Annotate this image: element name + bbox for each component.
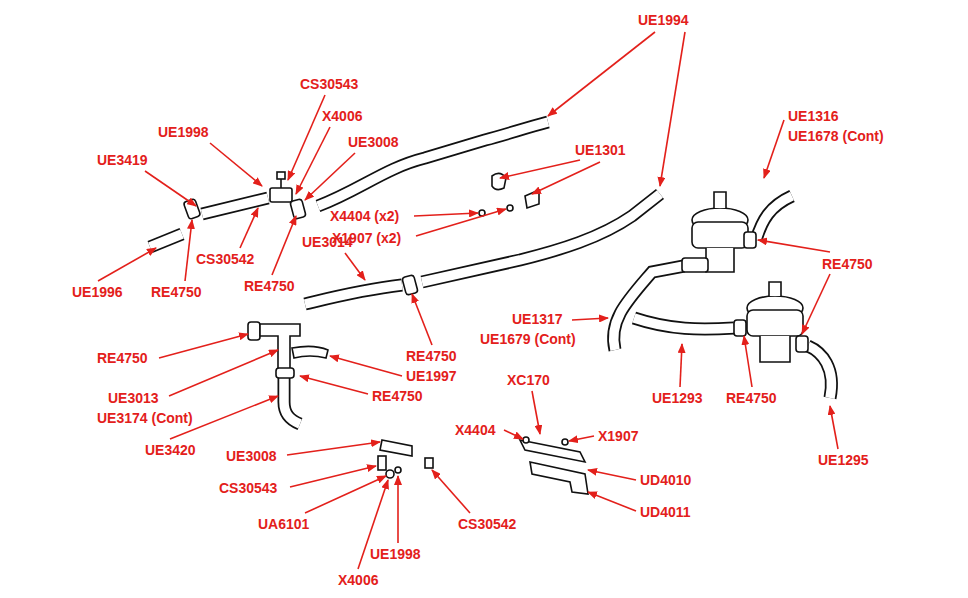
- leader-arrow: [764, 120, 784, 178]
- leader-arrow: [288, 95, 325, 180]
- leader-arrow: [412, 294, 432, 345]
- part-number: UE1293: [652, 390, 703, 406]
- hose-body: [634, 318, 734, 329]
- part-number: UA6101: [258, 516, 309, 532]
- leader-arrow: [330, 356, 402, 376]
- hose-body: [318, 122, 548, 206]
- part-number: RE4750: [726, 390, 777, 406]
- leader-arrow: [569, 436, 594, 441]
- leader-arrow: [432, 470, 470, 513]
- leader-arrow: [98, 248, 156, 281]
- hose-outline: [614, 266, 684, 350]
- hose-body: [305, 285, 402, 304]
- leader-arrow: [159, 334, 248, 358]
- part-number: UE1994: [638, 12, 689, 28]
- leader-arrow: [532, 162, 600, 194]
- part-number: UE3420: [145, 442, 196, 458]
- part-number: UE1317: [512, 311, 563, 327]
- leader-arrow: [300, 376, 368, 394]
- leader-arrow: [500, 160, 580, 178]
- hose-outline: [305, 285, 402, 304]
- hose-body: [202, 198, 268, 214]
- leader-arrow: [532, 391, 540, 434]
- leader-arrow: [802, 274, 830, 334]
- hose-outline: [318, 122, 548, 206]
- hose-outline: [756, 196, 792, 240]
- leader-arrow: [296, 127, 330, 194]
- part-number: RE4750: [372, 388, 423, 404]
- leader-arrow: [414, 213, 478, 216]
- part-number: X1907: [598, 428, 638, 444]
- hose-outline: [150, 234, 182, 247]
- part-number: UE1678 (Cont): [788, 128, 884, 144]
- leader-arrow: [185, 220, 192, 281]
- part-number: UE1679 (Cont): [480, 331, 576, 347]
- leader-arrow: [305, 476, 386, 513]
- leader-arrow: [680, 344, 682, 387]
- leader-arrow: [660, 32, 685, 186]
- hose-body: [614, 266, 684, 350]
- leader-arrow: [240, 208, 258, 248]
- part-number: UD4010: [640, 472, 691, 488]
- part-number: CS30543: [219, 480, 277, 496]
- part-number: CS30542: [458, 516, 516, 532]
- leader-arrow: [548, 32, 655, 116]
- part-number: RE4750: [244, 278, 295, 294]
- part-number: UE3014: [302, 234, 353, 250]
- hose-outline: [422, 194, 660, 282]
- leader-arrow: [588, 470, 636, 480]
- hose-body: [422, 194, 660, 282]
- part-number: RE4750: [822, 256, 873, 272]
- leader-arrow: [397, 476, 399, 543]
- leader-arrow: [210, 143, 262, 186]
- leader-arrow: [305, 153, 355, 200]
- part-number: UE1997: [406, 368, 457, 384]
- leader-arrow: [272, 216, 296, 275]
- part-number: X4404 (x2): [330, 208, 399, 224]
- part-number: UE3008: [226, 448, 277, 464]
- part-number: UD4011: [640, 504, 691, 520]
- leader-arrow: [416, 209, 506, 236]
- part-number: RE4750: [97, 350, 148, 366]
- leader-arrow: [345, 253, 365, 280]
- hose-body: [150, 234, 182, 247]
- part-number: UE1301: [575, 142, 626, 158]
- leader-arrow: [169, 350, 278, 396]
- hose-outline: [202, 198, 268, 214]
- part-number: UE3008: [348, 134, 399, 150]
- leader-arrow: [290, 466, 376, 487]
- part-number: X4404: [455, 422, 495, 438]
- leader-arrow: [758, 240, 830, 252]
- hose-body: [756, 196, 792, 240]
- leader-arrow: [830, 406, 838, 449]
- part-number: UE1998: [158, 124, 209, 140]
- part-number: UE3174 (Cont): [97, 410, 193, 426]
- part-number: UE3419: [97, 152, 148, 168]
- part-number: RE4750: [151, 284, 202, 300]
- part-number: CS30542: [196, 251, 254, 267]
- hose-body: [284, 378, 300, 424]
- leader-arrow: [504, 430, 523, 439]
- part-number: XC170: [507, 372, 550, 388]
- leader-arrow: [744, 336, 752, 387]
- part-number: UE1316: [788, 108, 839, 124]
- part-number: UE1295: [818, 452, 869, 468]
- leader-arrow: [588, 492, 636, 511]
- hose-outline: [808, 346, 831, 398]
- part-number: X4006: [322, 108, 362, 124]
- hose-body: [808, 346, 831, 398]
- leader-arrow: [145, 171, 196, 206]
- part-number: UE1996: [72, 284, 123, 300]
- part-number: X4006: [338, 572, 378, 588]
- part-number: CS30543: [300, 76, 358, 92]
- hose-outline: [284, 378, 300, 424]
- leader-arrow: [572, 318, 608, 320]
- part-number: UE3013: [108, 390, 159, 406]
- part-number: RE4750: [406, 348, 457, 364]
- hose-outline: [634, 318, 734, 329]
- leader-arrow: [287, 442, 380, 455]
- part-number: UE1998: [370, 546, 421, 562]
